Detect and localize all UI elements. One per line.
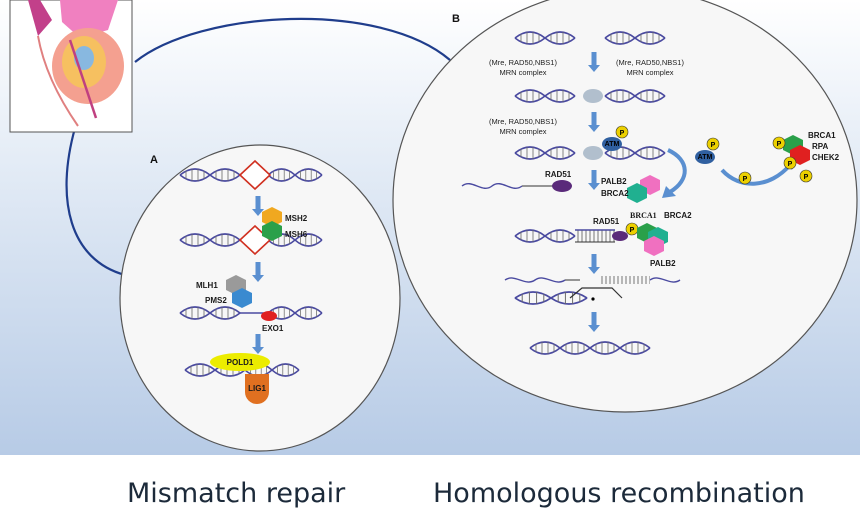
pold1-shape <box>210 353 270 371</box>
exo1-shape <box>261 311 277 321</box>
chek2-label: CHEK2 <box>812 153 840 162</box>
dna-mismatch <box>179 159 323 191</box>
pold1-label: POLD1 <box>227 358 254 367</box>
dna-msh-bound: MSH2 MSH6 <box>179 207 323 256</box>
pms2-hexagon <box>232 288 252 308</box>
palb2-brca2-complex: PALB2 BRCA2 <box>601 175 660 203</box>
lig1-label: LIG1 <box>248 384 266 393</box>
panel-b-homologous-recombination: B (Mre, RAD50,NBS1) MRN complex (Mre, RA… <box>392 0 858 413</box>
brca2-label-2: BRCA2 <box>664 211 692 220</box>
msh2-hexagon <box>262 207 282 227</box>
msh2-label: MSH2 <box>285 214 308 223</box>
mrn-label-left-1: (Mre, RAD50,NBS1) <box>489 58 557 67</box>
caption-homologous-recombination: Homologous recombination <box>433 478 805 509</box>
brca2-label-1: BRCA2 <box>601 189 629 198</box>
rpa-label: RPA <box>812 142 829 151</box>
dna-excision: MLH1 PMS2 EXO1 <box>179 275 323 333</box>
brca2-hexagon <box>627 183 647 203</box>
pms2-label: PMS2 <box>205 296 227 305</box>
loading-p: P <box>630 227 635 234</box>
exo1-label: EXO1 <box>262 324 284 333</box>
connector-line-b <box>134 17 451 63</box>
prostate-anatomy-image <box>9 0 133 133</box>
mrn-bound-dna <box>514 89 666 103</box>
curved-arrow-brca1 <box>720 163 792 186</box>
caption-mismatch-repair: Mismatch repair <box>127 478 346 509</box>
palb2-label-2: PALB2 <box>650 259 676 268</box>
panel-a-letter: A <box>150 154 158 166</box>
dna-repair-diagram: A MSH2 MSH6 MLH1 PMS2 <box>9 0 858 452</box>
rad51-strand: RAD51 <box>461 170 572 192</box>
palb2-label-1: PALB2 <box>601 177 627 186</box>
mlh1-label: MLH1 <box>196 281 218 290</box>
cluster-p1: P <box>777 141 782 148</box>
rad51-shape <box>552 180 572 192</box>
mrn-label-left-2: MRN complex <box>499 68 546 77</box>
dna-synthesis: POLD1 LIG1 <box>184 353 300 404</box>
strand-invasion <box>504 276 681 305</box>
mrn-label-4: MRN complex <box>499 127 546 136</box>
free-atm: ATM P P <box>695 137 752 185</box>
cluster-p3: P <box>804 174 809 181</box>
free-atm-p1: P <box>711 142 716 149</box>
panel-a-mismatch-repair: A MSH2 MSH6 MLH1 PMS2 <box>119 144 401 452</box>
brca1-rpa-chek2-cluster: P P P BRCA1 RPA CHEK2 <box>772 131 840 183</box>
free-atm-p2: P <box>743 176 748 183</box>
diagram-canvas: A MSH2 MSH6 MLH1 PMS2 <box>0 0 860 455</box>
phospho-label: P <box>620 130 625 137</box>
lig1-shape <box>245 374 269 404</box>
free-atm-label: ATM <box>698 154 713 161</box>
brca1-label-2: BRCA1 <box>630 211 657 220</box>
atm-bound-dna: ATM P <box>514 125 666 160</box>
msh6-hexagon <box>262 221 282 241</box>
atm-shape <box>602 137 622 151</box>
connector-line-a <box>65 127 126 277</box>
resected-dna-loading: P RAD51 BRCA1 BRCA2 PALB2 <box>514 211 692 268</box>
phospho-icon <box>615 125 629 139</box>
mrn-label-right-1: (Mre, RAD50,NBS1) <box>616 58 684 67</box>
brca1-label: BRCA1 <box>808 131 836 140</box>
mrn-label-3: (Mre, RAD50,NBS1) <box>489 117 557 126</box>
rad51-label-2: RAD51 <box>593 217 620 226</box>
curved-arrow-atm <box>667 148 687 194</box>
mrn-label-right-2: MRN complex <box>626 68 673 77</box>
panel-b-letter: B <box>452 13 460 25</box>
rad51-label: RAD51 <box>545 170 572 179</box>
msh6-label: MSH6 <box>285 230 308 239</box>
atm-label: ATM <box>605 141 620 148</box>
cluster-p2: P <box>788 161 793 168</box>
